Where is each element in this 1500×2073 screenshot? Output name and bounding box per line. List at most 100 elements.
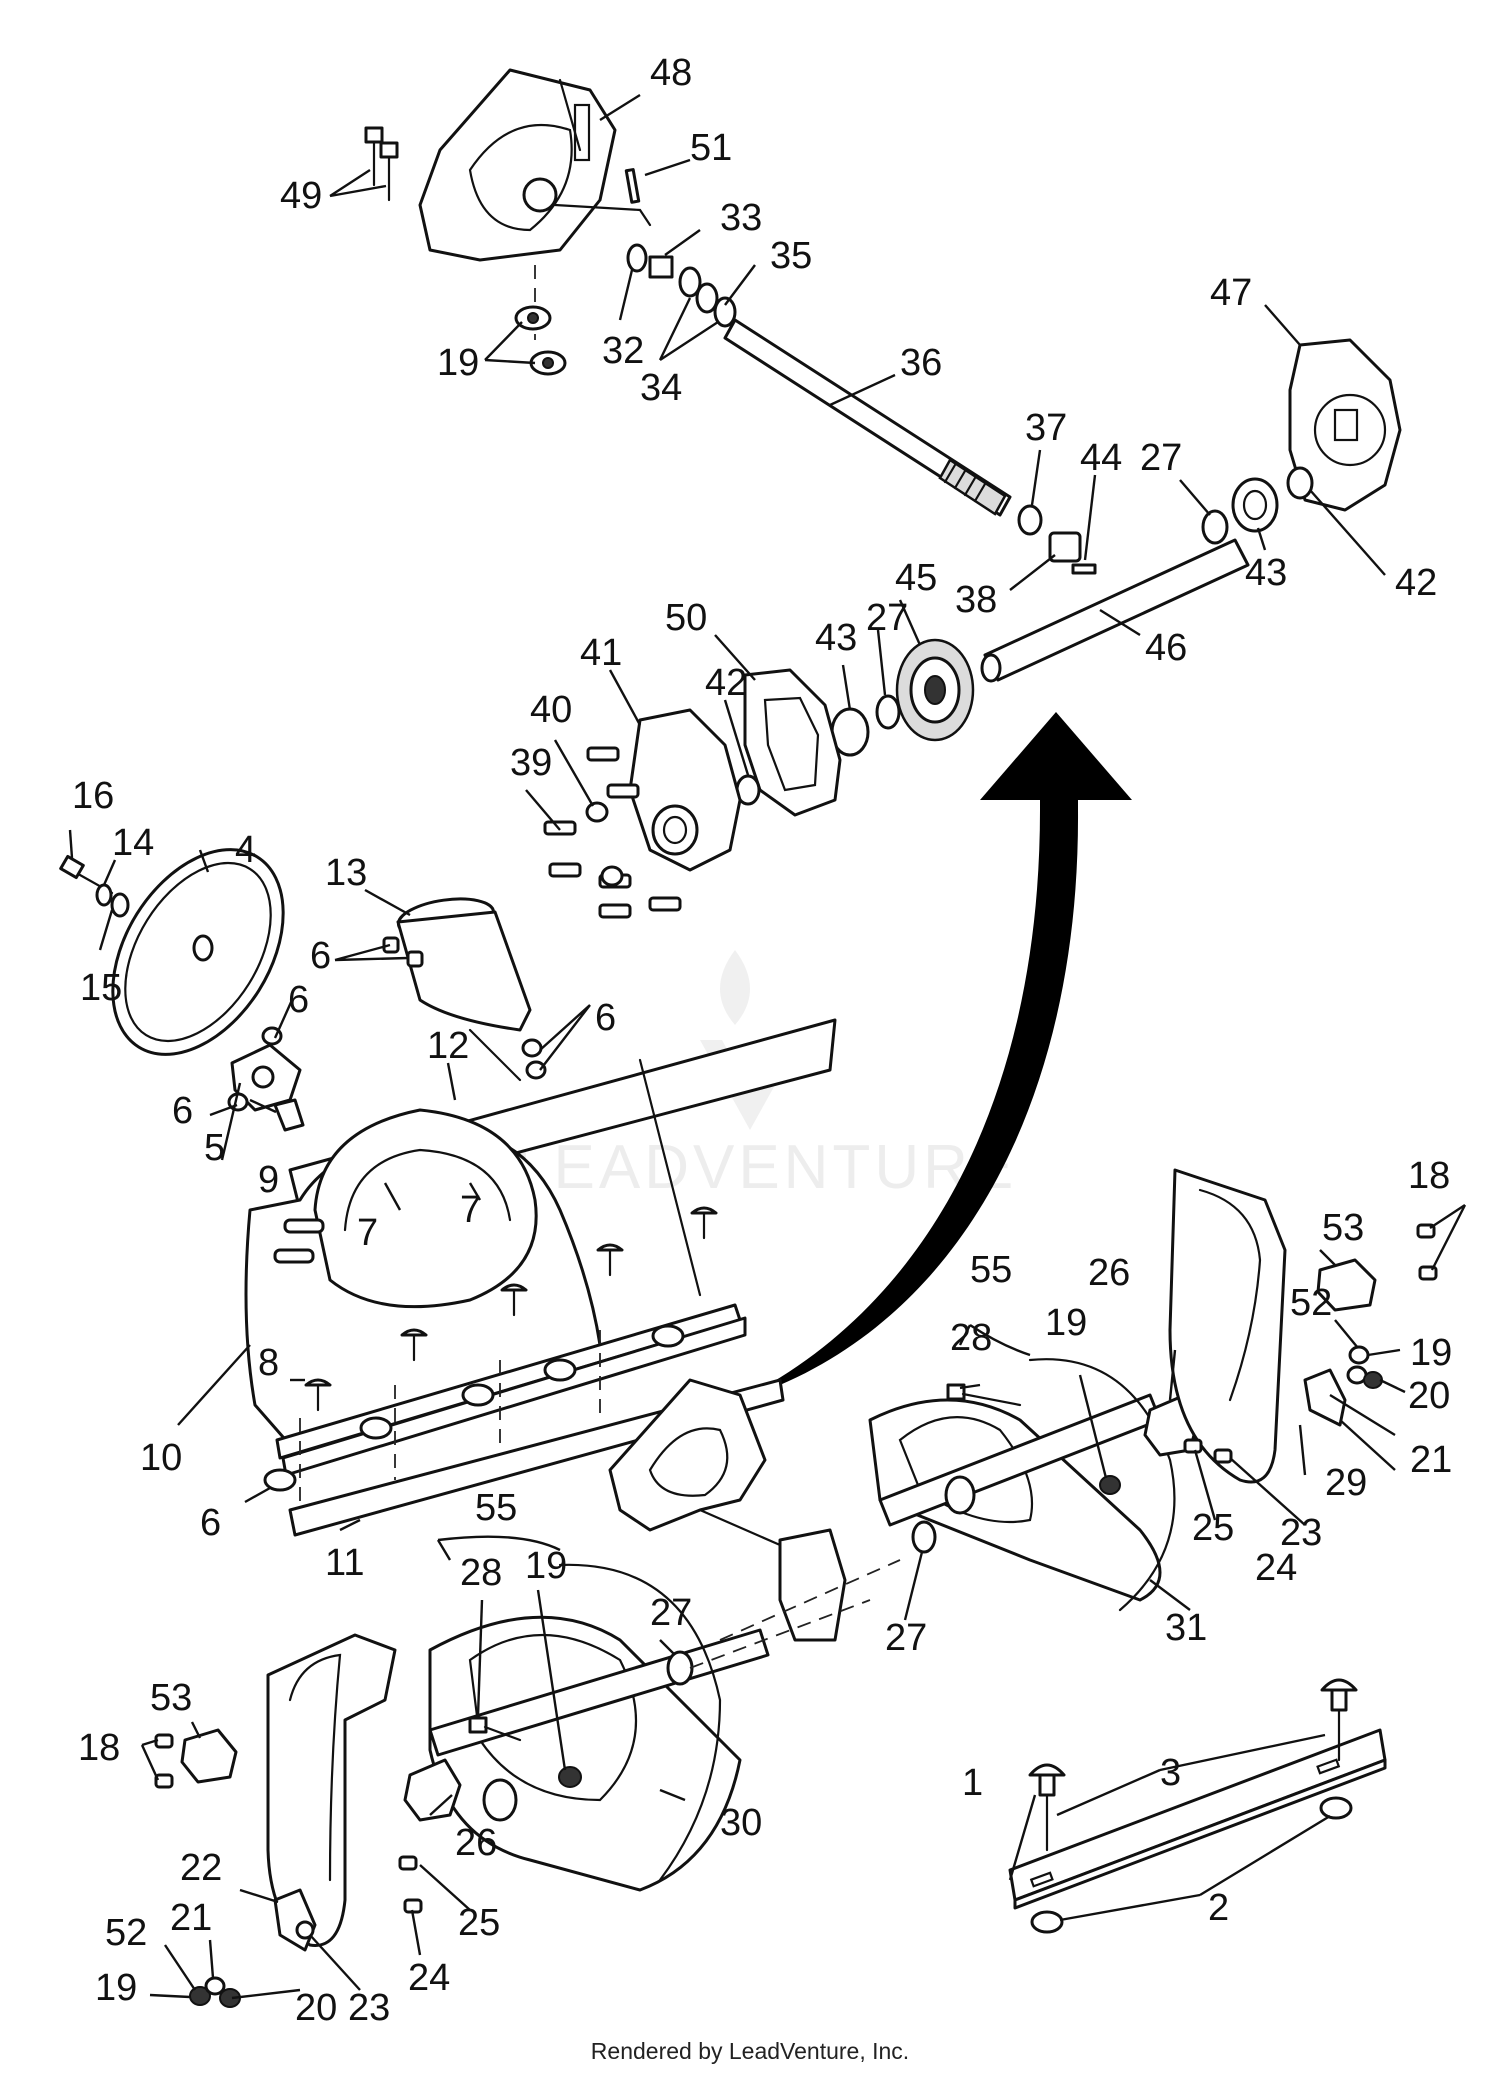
callout-42b: 42: [705, 662, 747, 704]
callout-48: 48: [650, 52, 692, 94]
bolts-49: [364, 126, 399, 202]
footer-credit: Rendered by LeadVenture, Inc.: [590, 2038, 910, 2064]
watermark-text: LEADVENTURE: [515, 1133, 1017, 1202]
nuts-6-housing: [263, 1324, 685, 1492]
callout-40: 40: [530, 689, 572, 731]
callout-36: 36: [900, 342, 942, 384]
nuts-6-chute: [382, 936, 547, 1080]
callout-52a: 52: [1290, 1282, 1332, 1324]
auger-housing-10: [244, 1018, 837, 1447]
carriage-bolts-3: [1028, 1678, 1358, 1852]
plugs-40: [585, 801, 624, 887]
callout-27b: 27: [866, 597, 908, 639]
nut-19-right-auger: [1099, 1475, 1121, 1495]
callout-27a: 27: [1140, 437, 1182, 479]
bolts-24-25-left: [398, 1855, 423, 1914]
callout-35: 35: [770, 235, 812, 277]
worm-gear-45: [895, 638, 975, 742]
callout-25b: 25: [458, 1902, 500, 1944]
callout-26a: 26: [1088, 1252, 1130, 1294]
callout-19a: 19: [1045, 1302, 1087, 1344]
callout-26b: 26: [455, 1822, 497, 1864]
bearing-26-left: [403, 1758, 462, 1822]
gearbox-assembly-center: [608, 1378, 901, 1642]
callout-6d: 6: [172, 1090, 193, 1132]
pulley-4: [111, 848, 285, 1056]
callout-55a: 55: [970, 1249, 1012, 1291]
callout-1: 1: [962, 1762, 983, 1804]
callout-23a: 23: [1280, 1512, 1322, 1554]
washers-32-35: [626, 243, 737, 328]
washer-27-left: [666, 1599, 871, 1686]
callout-6e: 6: [200, 1502, 221, 1544]
callout-20b: 20: [295, 1987, 337, 2029]
callout-6b: 6: [288, 979, 309, 1021]
callout-38: 38: [955, 579, 997, 621]
callout-4: 4: [235, 829, 256, 871]
callout-16: 16: [72, 775, 114, 817]
gasket-50: [743, 668, 842, 817]
dashed-guides-housing: [299, 1330, 601, 1505]
leader-lines: [68, 93, 1467, 2000]
callout-31: 31: [1165, 1607, 1207, 1649]
callout-29: 29: [1325, 1462, 1367, 1504]
gearbox-case-41: [628, 708, 742, 872]
flow-arrow: [740, 712, 1132, 1400]
key-44: [1071, 563, 1097, 575]
washers-14-15: [95, 883, 130, 918]
callout-27d: 27: [650, 1592, 692, 1634]
callout-44: 44: [1080, 437, 1122, 479]
callout-28b: 28: [460, 1552, 502, 1594]
bolts-24-25-right: [1183, 1438, 1233, 1464]
bearing-38: [1048, 531, 1082, 563]
bolt-28-left: [468, 1716, 522, 1742]
callout-45: 45: [895, 557, 937, 599]
callout-20a: 20: [1408, 1375, 1450, 1417]
callout-14: 14: [112, 822, 154, 864]
bearing-43-right: [1231, 477, 1279, 533]
seal-42-right: [1286, 466, 1314, 500]
callout-19b: 19: [1410, 1332, 1452, 1374]
callout-24a: 24: [1255, 1547, 1297, 1589]
bearing-flange-53-right: [1316, 1258, 1377, 1312]
washer-27-center: [911, 1520, 937, 1554]
auger-31: [868, 1358, 1176, 1612]
callout-27c: 27: [885, 1617, 927, 1659]
callout-9: 9: [258, 1159, 279, 1201]
callout-19c: 19: [525, 1545, 567, 1587]
callout-52b: 52: [105, 1912, 147, 1954]
washer-37: [1017, 504, 1043, 536]
callout-13: 13: [325, 852, 367, 894]
callout-37: 37: [1025, 407, 1067, 449]
callout-6c: 6: [595, 997, 616, 1039]
hardware-19-20-21-52-left: [189, 1920, 315, 2008]
callout-labels: 48 51 33 35 49 19 32 34 36 47 37 44 27 4…: [72, 52, 1452, 2029]
callout-5: 5: [204, 1127, 225, 1169]
callout-21b: 21: [170, 1897, 212, 1939]
side-plate-left: [266, 1633, 397, 1947]
callout-47: 47: [1210, 272, 1252, 314]
callout-18b: 18: [78, 1727, 120, 1769]
gearbox-cover-47: [1288, 338, 1402, 512]
callout-24b: 24: [408, 1957, 450, 1999]
callout-30: 30: [720, 1802, 762, 1844]
callout-28a: 28: [950, 1317, 992, 1359]
carriage-bolts-8: [304, 1206, 718, 1412]
callout-19d: 19: [95, 1967, 137, 2009]
callout-39: 39: [510, 742, 552, 784]
callout-23b: 23: [348, 1987, 390, 2029]
callout-46: 46: [1145, 627, 1187, 669]
callout-50: 50: [665, 597, 707, 639]
callout-41: 41: [580, 632, 622, 674]
callout-2: 2: [1208, 1887, 1229, 1929]
bolt-28-right: [946, 1383, 1022, 1407]
callout-10: 10: [140, 1437, 182, 1479]
callout-33: 33: [720, 197, 762, 239]
bearing-flange-53-left: [180, 1728, 238, 1784]
nuts-2: [1030, 1796, 1353, 1934]
callout-32: 32: [602, 330, 644, 372]
callout-7a: 7: [357, 1212, 378, 1254]
chute-adapter-13: [396, 897, 532, 1082]
callout-43b: 43: [815, 617, 857, 659]
